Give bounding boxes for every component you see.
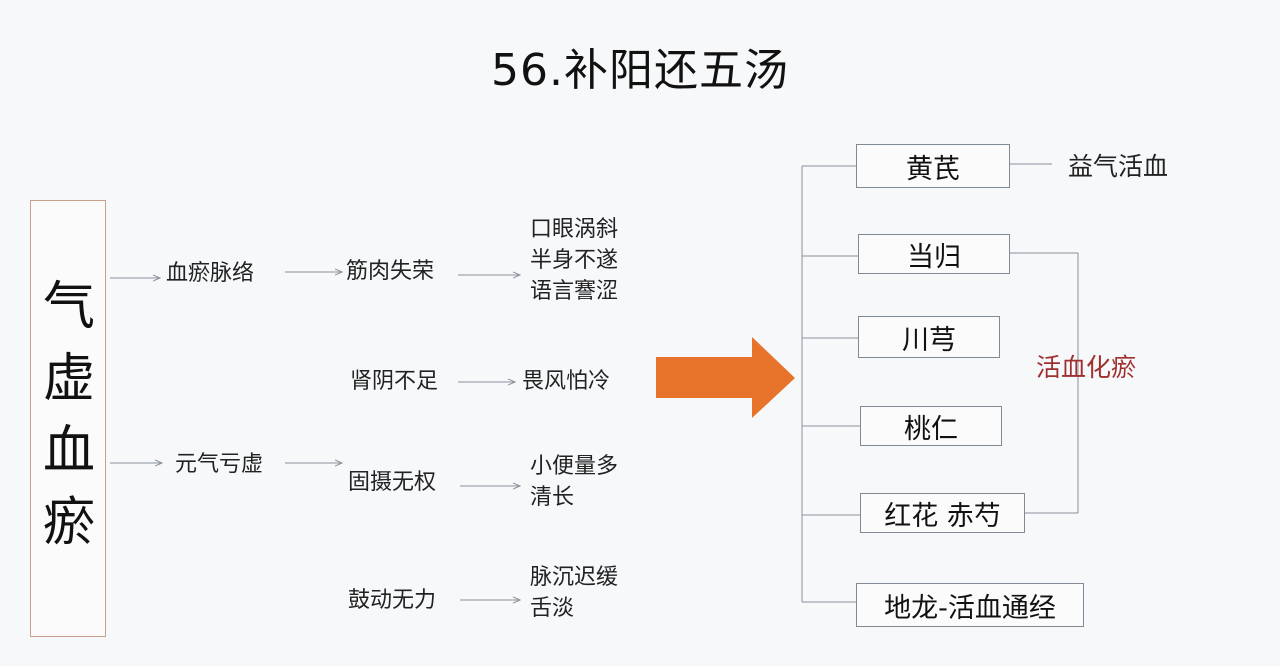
herb-box: 黄芪: [856, 144, 1010, 188]
orange-arrow: [656, 337, 795, 418]
pathway-mid: 鼓动无力: [348, 588, 437, 613]
effect-label-highlight: 活血化瘀: [1036, 353, 1137, 382]
symptom-text: 脉沉迟缓: [530, 565, 619, 590]
root-char: 气: [42, 277, 95, 337]
pathway-cause: 血瘀脉络: [166, 261, 255, 286]
page-title: 56.补阳还五汤: [491, 45, 789, 96]
herb-box: 桃仁: [860, 406, 1002, 446]
herb-box: 当归: [858, 234, 1010, 274]
symptom-text: 清长: [530, 485, 575, 510]
symptom-text: 舌淡: [530, 596, 575, 621]
symptom-text: 小便量多: [530, 454, 619, 479]
symptom-text: 口眼涡斜: [530, 217, 619, 242]
root-char: 血: [42, 421, 95, 481]
symptom-text: 语言謇涩: [530, 279, 619, 304]
root-char: 瘀: [42, 493, 95, 553]
pathway-mid: 筋肉失荣: [346, 259, 435, 284]
symptom-text: 畏风怕冷: [522, 369, 611, 394]
pathway-cause: 元气亏虚: [175, 452, 264, 477]
root-char: 虚: [42, 349, 95, 409]
effect-label: 益气活血: [1068, 152, 1169, 181]
herb-box: 川芎: [858, 316, 1000, 358]
symptom-text: 半身不遂: [530, 248, 619, 273]
pathway-mid: 肾阴不足: [350, 369, 439, 394]
herb-box: 地龙-活血通经: [856, 583, 1084, 627]
pathway-mid: 固摄无权: [348, 470, 437, 495]
root-concept-box: 气 虚 血 瘀: [30, 200, 106, 637]
herb-box: 红花 赤芍: [860, 493, 1025, 533]
